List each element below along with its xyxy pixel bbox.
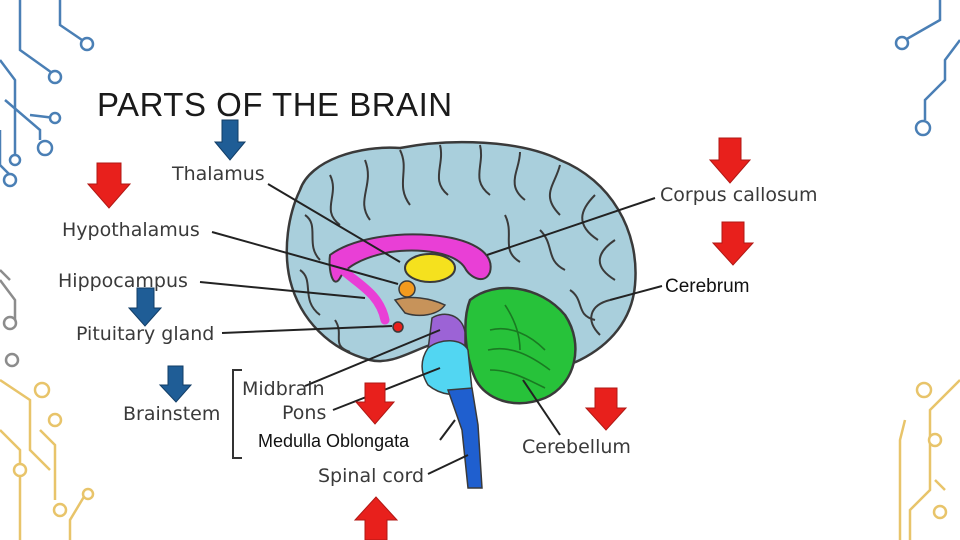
blue-arrow-brainstem bbox=[158, 365, 193, 403]
leader-lines bbox=[199, 183, 663, 475]
gyri-lines bbox=[299, 144, 616, 353]
pons-shape bbox=[421, 340, 473, 396]
hypothalamus-shape bbox=[398, 280, 416, 298]
blue-arrow-pituitary bbox=[127, 287, 163, 327]
label-midbrain: Midbrain bbox=[242, 378, 325, 400]
red-arrow-hypothalamus bbox=[86, 162, 132, 209]
blue-arrow-thalamus bbox=[213, 119, 247, 161]
slide-title: PARTS OF THE BRAIN bbox=[97, 86, 453, 123]
red-arrow-corpus-callosum bbox=[708, 137, 752, 184]
red-arrow-cerebellum bbox=[584, 387, 628, 431]
brainstem-bracket bbox=[232, 369, 242, 459]
pituitary-shape bbox=[392, 321, 404, 333]
thalamus-shape bbox=[404, 253, 456, 283]
label-hypothalamus: Hypothalamus bbox=[62, 219, 200, 241]
label-cerebellum: Cerebellum bbox=[522, 436, 631, 458]
label-medulla-oblongata: Medulla Oblongata bbox=[258, 431, 410, 451]
red-arrow-cerebrum bbox=[711, 221, 755, 266]
label-brainstem: Brainstem bbox=[123, 403, 221, 425]
label-pons: Pons bbox=[282, 402, 327, 424]
label-pituitary-gland: Pituitary gland bbox=[76, 323, 215, 345]
spinal-cord-shape bbox=[446, 387, 483, 489]
label-cerebrum: Cerebrum bbox=[665, 276, 750, 297]
corpus-callosum-shape bbox=[328, 233, 492, 283]
red-arrow-spinal-up bbox=[353, 496, 399, 540]
label-spinal-cord: Spinal cord bbox=[318, 465, 425, 487]
label-corpus-callosum: Corpus callosum bbox=[660, 184, 818, 206]
label-thalamus: Thalamus bbox=[172, 163, 265, 185]
red-arrow-medulla bbox=[354, 382, 396, 425]
label-hippocampus: Hippocampus bbox=[58, 270, 188, 292]
